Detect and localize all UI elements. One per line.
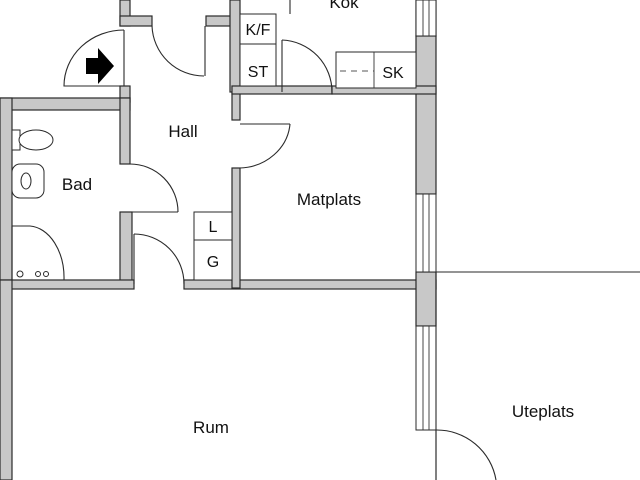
wall-rum-top-right xyxy=(183,279,437,290)
shower-icon xyxy=(11,225,65,281)
uteplats-outline xyxy=(435,271,640,480)
door-bad xyxy=(129,163,179,213)
wall-hall-matplats-upper xyxy=(231,91,241,121)
doors xyxy=(63,25,497,480)
door-hall-top xyxy=(151,25,206,77)
fixture-l-label: L xyxy=(209,219,218,236)
fixture-g-box xyxy=(193,239,233,281)
room-labels: Kök Hall Bad Matplats Rum Uteplats xyxy=(62,0,574,437)
wall-bad-left xyxy=(0,97,13,289)
room-label-bad: Bad xyxy=(62,175,92,194)
entrance-arrow-icon xyxy=(86,48,114,84)
fixture-kf-box xyxy=(239,13,277,45)
door-uteplats xyxy=(435,429,497,480)
window-matplats xyxy=(415,193,437,273)
room-label-matplats: Matplats xyxy=(297,190,361,209)
toilet-icon xyxy=(11,129,54,151)
room-label-uteplats: Uteplats xyxy=(512,402,574,421)
door-rum xyxy=(133,233,185,285)
sink-icon xyxy=(11,163,45,199)
wall-bad-right-lower xyxy=(119,211,133,289)
door-kitchen xyxy=(281,39,333,93)
wall-hall-matplats-lower xyxy=(231,167,241,289)
room-label-rum: Rum xyxy=(193,418,229,437)
wall-bad-top xyxy=(0,97,131,111)
fixture-g-label: G xyxy=(207,254,219,271)
fixture-st-label: ST xyxy=(248,64,269,81)
wall-east-2 xyxy=(415,35,437,195)
room-label-kok: Kök xyxy=(329,0,359,12)
wall-rum-top-left xyxy=(0,279,135,290)
windows xyxy=(415,0,437,431)
wall-east-3 xyxy=(415,271,437,327)
wall-top-stub-1 xyxy=(119,15,153,27)
closets: L G xyxy=(193,211,233,281)
wall-rum-left xyxy=(0,279,13,480)
wall-kitchen-left xyxy=(229,0,241,93)
window-rum xyxy=(415,325,437,431)
window-kitchen xyxy=(415,0,437,37)
door-matplats xyxy=(239,123,291,169)
door-entrance xyxy=(63,29,125,87)
fixture-sk-label: SK xyxy=(382,65,404,82)
fixture-l-box xyxy=(193,211,233,241)
fixture-counter-box xyxy=(335,51,417,89)
fixture-st-box xyxy=(239,43,277,87)
fixture-kf-label: K/F xyxy=(246,22,271,39)
wall-bad-right-upper xyxy=(119,97,131,165)
room-label-hall: Hall xyxy=(168,122,197,141)
kitchen-fixtures: K/F ST SK xyxy=(239,0,417,89)
